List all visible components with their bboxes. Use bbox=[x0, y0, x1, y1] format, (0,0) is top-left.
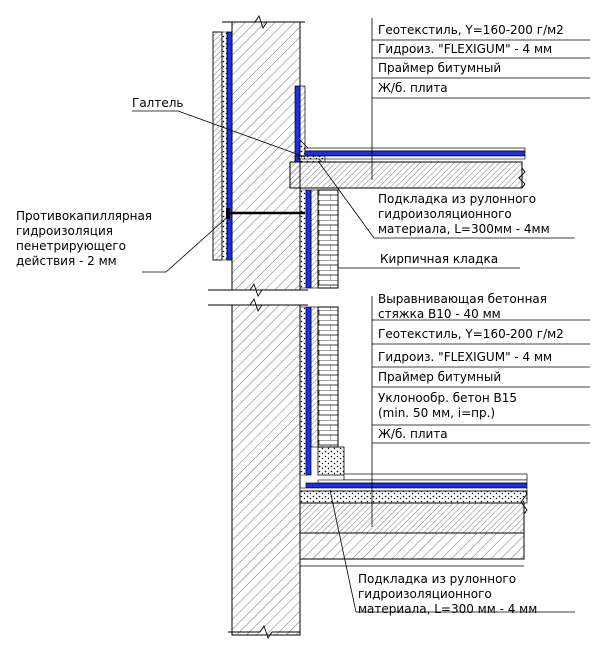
wall-upper bbox=[231, 21, 301, 291]
upper-geotextile bbox=[304, 147, 526, 152]
inner-board-upper bbox=[310, 189, 319, 289]
label-galtel: Галтель bbox=[132, 96, 184, 110]
capillary-barrier bbox=[226, 208, 305, 219]
label-slab-bottom: Ж/б. плита bbox=[378, 427, 448, 441]
lower-geotextile bbox=[317, 479, 528, 484]
main-wall bbox=[231, 21, 301, 636]
label-membrane-bottom: Гидроиз. "FLEXIGUM" - 4 мм bbox=[378, 350, 553, 364]
lower-floor-assembly bbox=[299, 446, 528, 567]
upper-primer bbox=[299, 155, 526, 160]
break-line-top bbox=[222, 14, 305, 30]
upper-slab bbox=[289, 161, 523, 189]
inner-membrane-upper bbox=[305, 189, 312, 289]
break-line-bottom bbox=[228, 624, 300, 640]
wall-lower bbox=[231, 304, 301, 636]
inner-gravel-lower bbox=[299, 306, 307, 476]
break-line-mid-2 bbox=[208, 297, 308, 313]
label-brick: Кирпичная кладка bbox=[380, 252, 499, 266]
lower-primer bbox=[299, 487, 528, 492]
label-underlay-top: Подкладка из рулонного гидроизоляционног… bbox=[378, 192, 550, 236]
upper-gravel-underlay bbox=[294, 155, 326, 163]
label-slab-top: Ж/б. плита bbox=[378, 81, 448, 95]
lower-screed bbox=[343, 473, 528, 481]
label-primer-bottom: Праймер битумный bbox=[378, 370, 502, 384]
brick-wall-upper bbox=[317, 189, 339, 289]
upper-upstand-membrane bbox=[294, 85, 301, 163]
outer-vertical-insulation bbox=[212, 31, 233, 261]
outer-gravel-layer bbox=[221, 31, 228, 261]
label-capillary: Противокапиллярная гидроизоляция пенетри… bbox=[16, 209, 153, 268]
break-line-mid-1 bbox=[208, 282, 308, 298]
label-slope-concrete: Уклонообр. бетон В15 (min. 50 мм, i=пр.) bbox=[378, 391, 518, 420]
lower-slope-concrete bbox=[299, 490, 528, 504]
lower-slab bbox=[299, 502, 525, 534]
leader-lines bbox=[132, 18, 590, 613]
label-geotextile-bottom: Геотекстиль, Y=160-200 г/м2 bbox=[378, 327, 564, 341]
foundation-base bbox=[299, 532, 525, 560]
label-membrane-top: Гидроиз. "FLEXIGUM" - 4 мм bbox=[378, 42, 553, 56]
inner-membrane-lower bbox=[305, 306, 312, 476]
lower-corner-gravel bbox=[317, 446, 345, 476]
inner-gravel-upper bbox=[299, 189, 307, 289]
inner-board-lower bbox=[310, 306, 319, 448]
label-primer-top: Праймер битумный bbox=[378, 61, 502, 75]
label-geotextile-top: Геотекстиль, Y=160-200 г/м2 bbox=[378, 23, 564, 37]
label-screed: Выравнивающая бетонная стяжка В10 - 40 м… bbox=[378, 292, 547, 321]
outer-membrane bbox=[226, 31, 233, 261]
upper-floor-assembly bbox=[289, 85, 526, 189]
brick-masonry bbox=[299, 189, 339, 476]
brick-wall-lower bbox=[317, 306, 339, 448]
label-underlay-bottom: Подкладка из рулонного гидроизоляционног… bbox=[358, 572, 538, 616]
lower-membrane bbox=[305, 482, 528, 489]
upper-membrane bbox=[304, 150, 526, 157]
